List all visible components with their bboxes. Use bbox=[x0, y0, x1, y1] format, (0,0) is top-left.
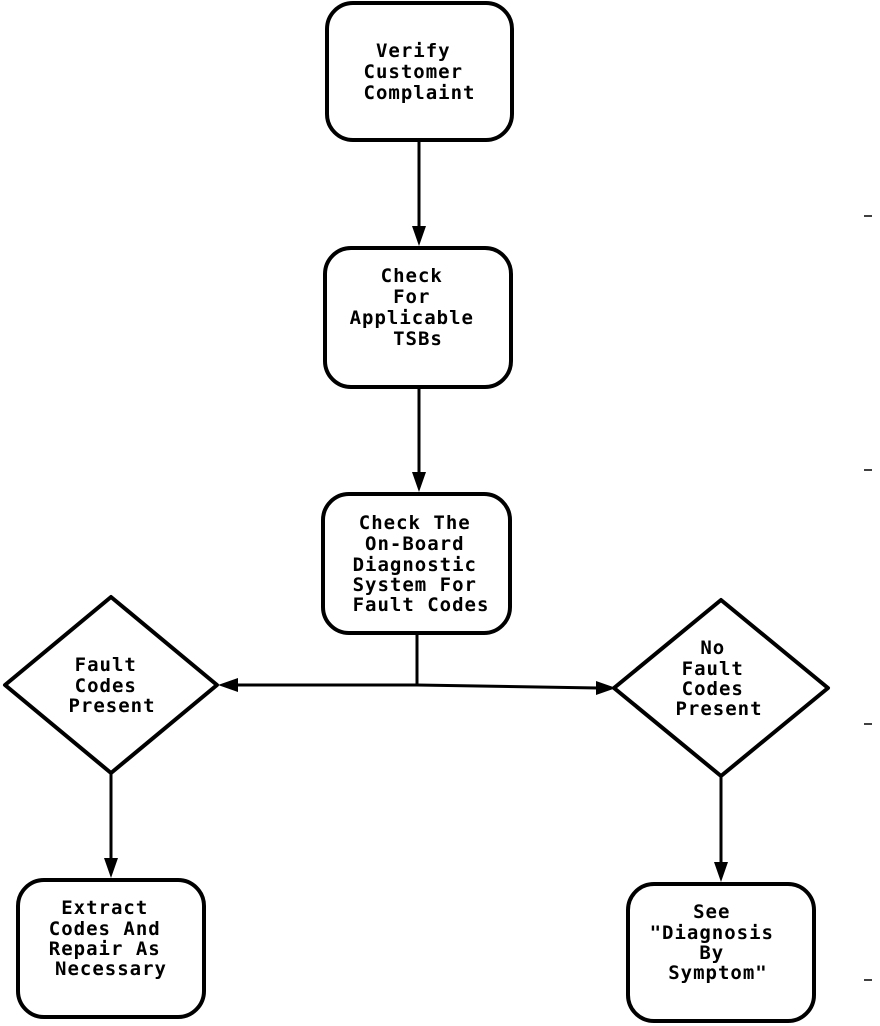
label-line: Fault Codes bbox=[353, 594, 490, 616]
label-line: Check The bbox=[359, 512, 471, 534]
arrowhead-tsb bbox=[412, 226, 426, 246]
node-check-obd: Check The On-Board Diagnostic System For… bbox=[321, 492, 512, 635]
node-label: Check The On-Board Diagnostic System For… bbox=[353, 512, 490, 616]
arrowhead-extract bbox=[104, 858, 118, 878]
label-line: System For bbox=[353, 574, 477, 596]
label-line: Complaint bbox=[364, 82, 476, 104]
label-line: Diagnostic bbox=[353, 554, 477, 576]
arrowhead-symptom bbox=[714, 862, 728, 882]
label-line: Fault bbox=[75, 654, 137, 676]
node-label: See "Diagnosis By Symptom" bbox=[650, 901, 787, 984]
label-line: "Diagnosis bbox=[650, 922, 774, 944]
label-line: Symptom" bbox=[668, 962, 768, 984]
decision-no-fault-codes-present: No Fault Codes Present bbox=[612, 598, 830, 778]
node-check-tsbs: Check For Applicable TSBs bbox=[323, 246, 513, 389]
label-line: No bbox=[700, 637, 725, 659]
label-line: Applicable bbox=[350, 307, 474, 329]
label-line: Repair As bbox=[49, 938, 161, 960]
node-shape bbox=[321, 492, 512, 635]
label-line: Present bbox=[68, 695, 155, 717]
arrowhead-fault-present bbox=[218, 678, 238, 692]
label-line: TSBs bbox=[393, 328, 443, 350]
label-line: Codes And bbox=[49, 918, 161, 940]
decision-label: Fault Codes Present bbox=[68, 654, 155, 717]
node-label: Extract Codes And Repair As Necessary bbox=[49, 897, 173, 980]
node-shape bbox=[16, 878, 206, 1019]
node-label: Check For Applicable TSBs bbox=[350, 265, 487, 350]
node-label: Verify Customer Complaint bbox=[364, 40, 476, 104]
node-shape bbox=[323, 246, 513, 389]
node-diagnosis-by-symptom: See "Diagnosis By Symptom" bbox=[626, 882, 816, 1023]
label-line: Customer bbox=[364, 61, 464, 83]
label-line: Extract bbox=[61, 897, 148, 919]
label-line: Present bbox=[675, 698, 762, 720]
label-line: Check bbox=[381, 265, 443, 287]
connector-branch-right bbox=[416, 683, 599, 690]
label-line: For bbox=[393, 286, 430, 308]
label-line: Verify bbox=[376, 40, 451, 62]
label-line: Codes bbox=[682, 678, 744, 700]
node-shape bbox=[626, 882, 816, 1023]
arrowhead-obd bbox=[412, 472, 426, 492]
label-line: See bbox=[693, 901, 730, 923]
label-line: By bbox=[699, 942, 724, 964]
node-verify-complaint: Verify Customer Complaint bbox=[325, 1, 514, 142]
node-extract-codes: Extract Codes And Repair As Necessary bbox=[16, 878, 206, 1019]
label-line: On-Board bbox=[365, 533, 465, 555]
label-line: Codes bbox=[75, 675, 137, 697]
label-line: Necessary bbox=[55, 958, 167, 980]
arrowhead-no-fault bbox=[596, 681, 616, 695]
node-shape bbox=[325, 1, 514, 142]
decision-label: No Fault Codes Present bbox=[675, 637, 762, 720]
decision-shape bbox=[612, 598, 830, 778]
decision-fault-codes-present: Fault Codes Present bbox=[3, 595, 219, 775]
label-line: Fault bbox=[682, 658, 744, 680]
decision-shape bbox=[3, 595, 219, 775]
